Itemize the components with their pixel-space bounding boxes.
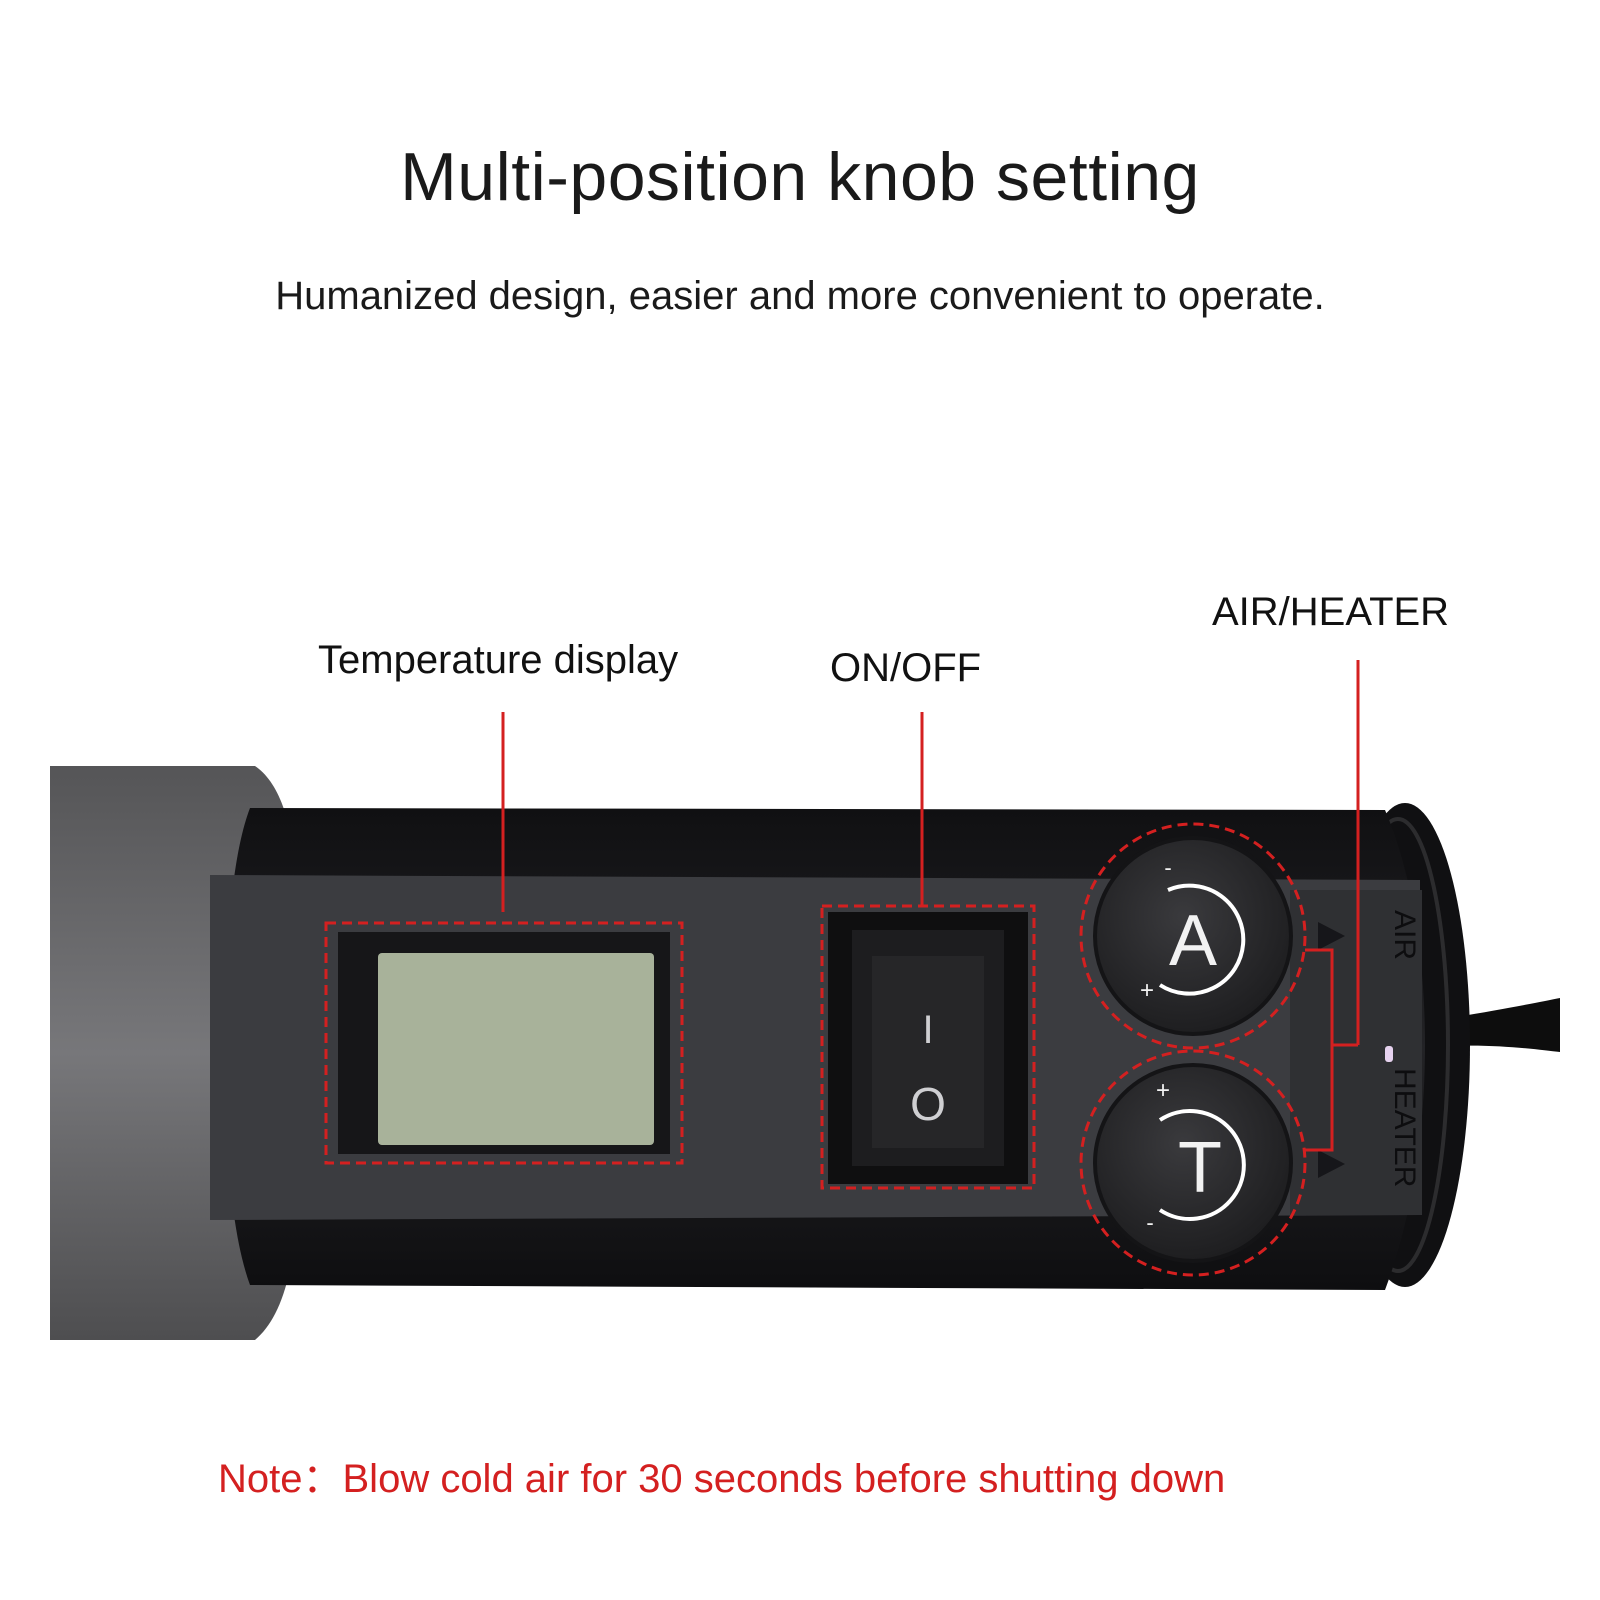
- heater-indicator-triangle: [1318, 1150, 1345, 1178]
- shutdown-note: Note：Blow cold air for 30 seconds before…: [218, 1446, 1225, 1504]
- air-knob-minus: -: [1164, 855, 1171, 880]
- note-text: Blow cold air for 30 seconds before shut…: [342, 1457, 1226, 1501]
- heater-knob-minus: -: [1146, 1210, 1153, 1235]
- air-knob[interactable]: A - +: [1093, 836, 1293, 1036]
- heater-knob-highlight: [1079, 1049, 1307, 1277]
- heater-bracket-line: [1305, 1045, 1334, 1152]
- air-knob-highlight: [1079, 822, 1307, 1050]
- lcd-highlight-frame: [324, 921, 684, 1165]
- knob-side-panel: [1290, 890, 1422, 1215]
- lcd-screen: [378, 953, 654, 1145]
- air-heater-label: AIR/HEATER: [1212, 590, 1450, 634]
- switch-highlight-frame: [820, 904, 1036, 1190]
- switch-off-symbol: O: [910, 1078, 946, 1130]
- air-side-label: AIR: [1388, 910, 1421, 960]
- page-title: Multi-position knob setting: [400, 139, 1200, 215]
- heater-knob-plus: +: [1156, 1077, 1170, 1104]
- air-indicator-triangle: [1318, 922, 1345, 950]
- heater-knob[interactable]: T + -: [1093, 1063, 1293, 1263]
- on-off-label: ON/OFF: [830, 646, 982, 690]
- note-prefix: Note：: [218, 1457, 343, 1501]
- air-bracket-line: [1305, 948, 1358, 1047]
- switch-on-symbol: I: [922, 1008, 933, 1052]
- heater-knob-letter: T: [1178, 1128, 1222, 1208]
- rocker-switch[interactable]: [872, 956, 984, 1148]
- heater-side-label: HEATER: [1388, 1068, 1421, 1187]
- status-led: [1385, 1046, 1393, 1062]
- air-knob-letter: A: [1169, 901, 1217, 981]
- air-knob-plus: +: [1140, 977, 1154, 1004]
- page-subtitle: Humanized design, easier and more conven…: [275, 274, 1325, 318]
- temperature-display-label: Temperature display: [318, 638, 679, 682]
- power-cable: [1450, 998, 1560, 1052]
